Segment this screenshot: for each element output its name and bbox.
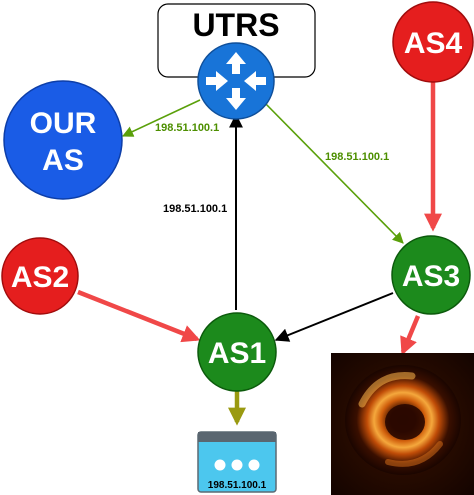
edge-as3-to-as1 (274, 292, 394, 342)
black-hole-image (331, 353, 474, 495)
server-label: 198.51.100.1 (208, 480, 267, 491)
as3-label: AS3 (402, 260, 460, 293)
our-as-label-line2: AS (42, 144, 84, 177)
edge-label-utrs-to-our-as: 198.51.100.1 (155, 122, 219, 134)
edge-label-as1-to-utrs: 198.51.100.1 (163, 203, 227, 215)
as4-label: AS4 (404, 27, 463, 60)
node-as3: AS3 (391, 235, 471, 315)
our-as-label-line1: OUR (30, 107, 97, 140)
utrs-group: UTRS (157, 3, 316, 120)
node-as2: AS2 (1, 237, 79, 315)
edge-as2-to-as1 (77, 289, 201, 343)
edge-utrs-to-as3 (261, 99, 404, 244)
edge-label-utrs-to-as3: 198.51.100.1 (325, 151, 389, 163)
node-our-as: OUR AS (3, 80, 123, 200)
node-as1: AS1 (197, 312, 277, 392)
edge-utrs-to-our-as (121, 99, 201, 137)
router-icon (197, 42, 275, 120)
server-icon: 198.51.100.1 (197, 431, 277, 493)
node-as4: AS4 (392, 1, 474, 83)
utrs-label: UTRS (192, 7, 279, 43)
as2-label: AS2 (11, 261, 69, 294)
edge-as3-to-blackhole (400, 315, 421, 356)
as1-label: AS1 (208, 337, 266, 370)
